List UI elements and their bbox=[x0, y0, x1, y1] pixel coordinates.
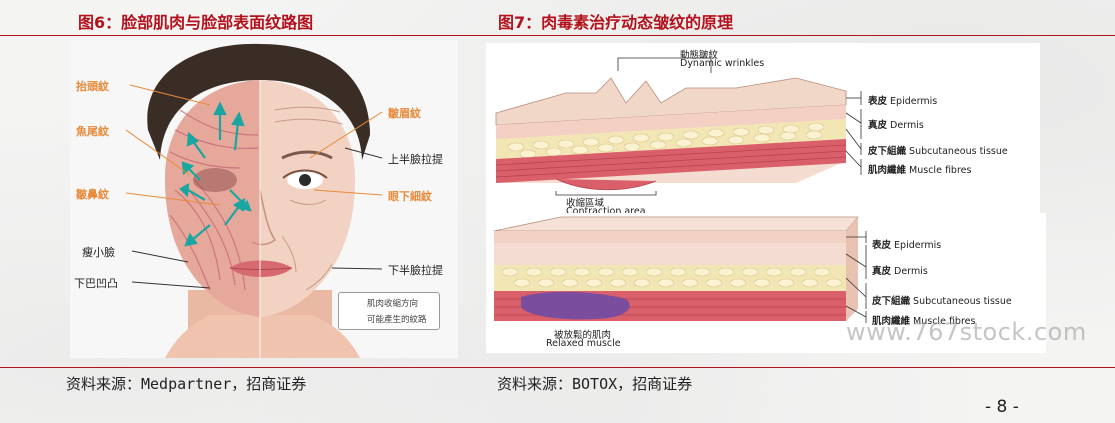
dynamic-wrinkles-en: Dynamic wrinkles bbox=[680, 58, 765, 69]
label-slim-face: 瘦小臉 bbox=[82, 246, 115, 259]
page-number: - 8 - bbox=[985, 397, 1019, 417]
skin-diagram-contracted: 動態皺紋 Dynamic wrinkles 收縮區域 Contraction a… bbox=[486, 43, 1040, 213]
bottom-layer-muscle: 肌肉纖維 Muscle fibres bbox=[872, 316, 976, 327]
figure7-title: 图7：肉毒素治疗动态皱纹的原理 bbox=[498, 13, 734, 32]
dynamic-wrinkles-cn: 動態皺紋 bbox=[680, 50, 719, 61]
bottom-layer-epidermis: 表皮 Epidermis bbox=[872, 240, 942, 251]
label-crows-feet: 魚尾紋 bbox=[76, 125, 109, 138]
label-lower-face-lift: 下半臉拉提 bbox=[388, 264, 443, 277]
label-nose-wrinkles: 皺鼻紋 bbox=[76, 188, 109, 201]
top-layer-dermis: 真皮 Dermis bbox=[868, 120, 924, 131]
footer-rule bbox=[0, 367, 1115, 368]
bottom-layer-dermis: 真皮 Dermis bbox=[872, 266, 928, 277]
top-layer-subcutaneous: 皮下組織 Subcutaneous tissue bbox=[868, 146, 1008, 157]
contraction-area-en: Contraction area bbox=[566, 206, 646, 213]
header-rule bbox=[0, 35, 1115, 36]
bottom-layer-subcutaneous: 皮下組織 Subcutaneous tissue bbox=[872, 296, 1012, 307]
relaxed-muscle-cn: 被放鬆的肌肉 bbox=[554, 330, 612, 341]
label-upper-face-lift: 上半臉拉提 bbox=[388, 153, 443, 166]
face-legend: 肌肉收縮方向 可能產生的紋路 bbox=[338, 292, 440, 330]
label-forehead-lines: 抬頭紋 bbox=[76, 80, 109, 93]
figure6-title: 图6：脸部肌肉与脸部表面纹路图 bbox=[78, 13, 314, 32]
top-layer-epidermis: 表皮 Epidermis bbox=[868, 96, 938, 107]
label-under-eye-lines: 眼下細紋 bbox=[388, 190, 432, 203]
label-frown-lines: 皺眉紋 bbox=[388, 107, 421, 120]
legend-arrow-text: 肌肉收縮方向 bbox=[367, 299, 419, 309]
legend-line-text: 可能產生的紋路 bbox=[367, 315, 427, 325]
label-chin: 下巴凹凸 bbox=[74, 277, 118, 290]
figure7-source: 资料来源：BOTOX，招商证券 bbox=[497, 375, 693, 393]
skin-layers-contracted-illustration bbox=[495, 57, 862, 196]
face-illustration bbox=[125, 43, 383, 358]
figure6-source: 资料来源：Medpartner，招商证券 bbox=[66, 375, 307, 393]
skin-diagram-relaxed: 被放鬆的肌肉 Relaxed muscle 表皮 Epidermis 真皮 De… bbox=[486, 213, 1046, 353]
top-layer-muscle: 肌肉纖維 Muscle fibres bbox=[868, 165, 972, 176]
face-muscle-figure: 抬頭紋 魚尾紋 皺鼻紋 皺眉紋 上半臉拉提 眼下細紋 瘦小臉 下巴凹凸 下半臉拉… bbox=[70, 40, 458, 358]
relaxed-muscle-en: Relaxed muscle bbox=[546, 338, 621, 349]
skin-layers-relaxed-illustration bbox=[493, 216, 867, 323]
watermark: www.767stock.com bbox=[846, 318, 1087, 346]
contraction-area-cn: 收縮區域 bbox=[566, 198, 605, 209]
